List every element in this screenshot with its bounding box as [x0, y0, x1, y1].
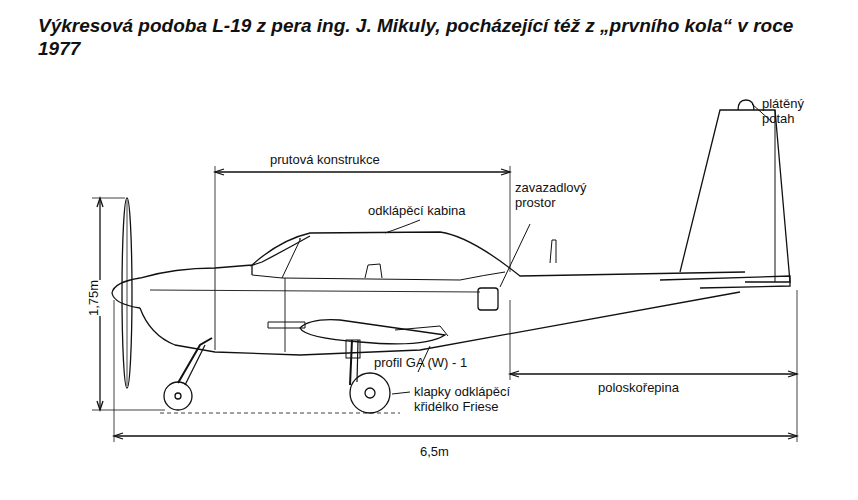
- propeller: [122, 198, 132, 388]
- leader-line: [392, 392, 410, 394]
- tail-fin: [680, 110, 790, 282]
- part-label: klapky odklápěcí křidélko Friese: [414, 384, 534, 414]
- fuselage-bottom: [140, 292, 740, 355]
- dimension-label: 6,5m: [420, 444, 480, 459]
- dimension-length: [114, 290, 797, 442]
- part-label: zavazadlový prostor: [515, 180, 605, 210]
- part-label: odklápěcí kabina: [368, 203, 498, 218]
- part-label: plátěný potah: [762, 96, 822, 126]
- fuselage-top: [140, 232, 745, 278]
- leader-line: [385, 220, 420, 233]
- semimonocoque-bracket: [510, 300, 797, 380]
- spinner: [112, 278, 140, 308]
- figure-title: Výkresová podoba L-19 z pera ing. J. Mik…: [38, 14, 838, 60]
- nose-wheel: [164, 382, 192, 410]
- leader-line: [500, 224, 530, 287]
- dimension-label: 1,75m: [86, 280, 101, 316]
- baggage-door: [478, 288, 498, 310]
- wing-profile: [300, 320, 445, 344]
- part-label: poloskořepina: [598, 380, 718, 395]
- truss-bracket: [215, 166, 510, 272]
- stabilizer: [660, 276, 790, 288]
- part-label: profil GA (W) - 1: [374, 355, 504, 370]
- fin-tip: [738, 100, 754, 110]
- dimension-label: prutová konstrukce: [270, 152, 430, 167]
- dimension-height: [92, 198, 165, 410]
- main-wheel: [350, 373, 390, 413]
